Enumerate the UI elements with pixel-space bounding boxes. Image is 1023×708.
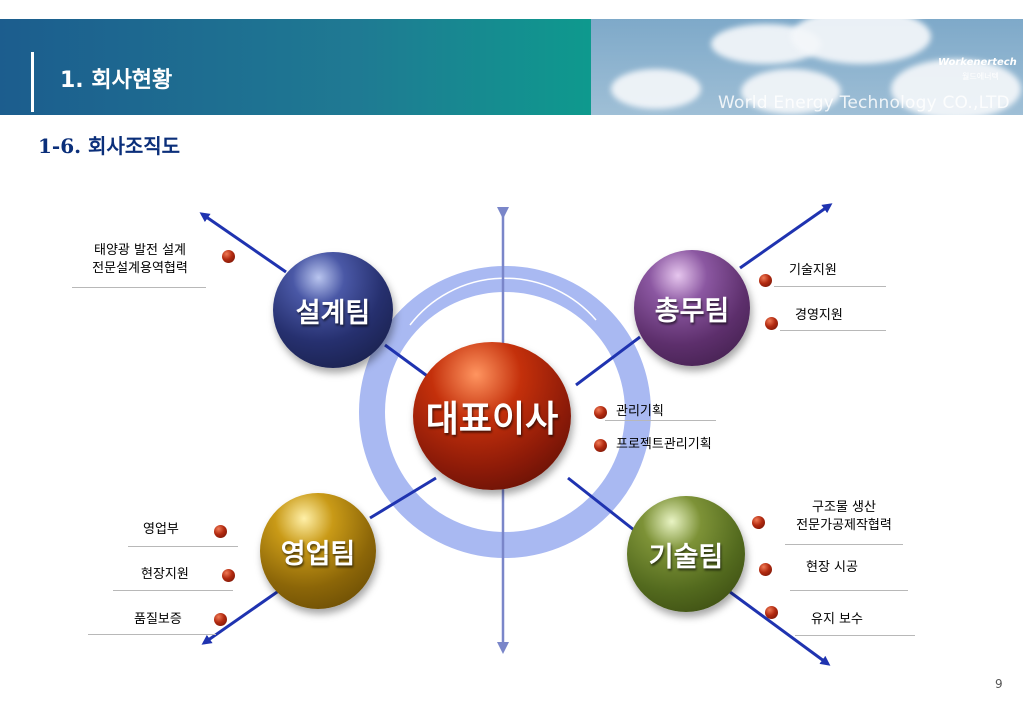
node-general-label: 총무팀 — [654, 295, 730, 327]
connector-general — [575, 335, 641, 387]
underline — [774, 286, 886, 287]
bullet-icon — [594, 439, 607, 452]
design-item-2: 전문설계용역협력 — [92, 261, 188, 276]
underline — [113, 590, 233, 591]
underline — [72, 287, 206, 288]
tech-item-1: 구조물 생산 — [812, 500, 876, 515]
general-item-2: 경영지원 — [795, 308, 843, 323]
node-tech-label: 기술팀 — [648, 541, 724, 573]
underline — [785, 544, 903, 545]
sales-item-2: 현장지원 — [141, 567, 189, 582]
underline — [128, 546, 238, 547]
bullet-icon — [752, 516, 765, 529]
connector-sales — [369, 476, 437, 520]
header-divider — [31, 52, 34, 112]
bullet-icon — [222, 250, 235, 263]
node-general-affairs-team: 총무팀 — [634, 250, 750, 366]
tech-item-2: 전문가공제작협력 — [796, 518, 892, 533]
ceo-item-1: 관리기획 — [616, 404, 664, 419]
tech-item-3: 현장 시공 — [806, 560, 858, 575]
bullet-icon — [759, 563, 772, 576]
design-item-1: 태양광 발전 설계 — [94, 243, 186, 258]
underline — [790, 590, 908, 591]
node-tech-team: 기술팀 — [627, 496, 745, 612]
section-title: 1-6. 회사조직도 — [38, 134, 181, 158]
sales-item-3: 품질보증 — [134, 612, 182, 627]
arrow-sales — [201, 588, 281, 645]
company-logo-sub: 월드에너텍 — [962, 72, 999, 81]
sky-image — [591, 19, 1023, 115]
underline — [780, 330, 886, 331]
bullet-icon — [759, 274, 772, 287]
arrow-general — [739, 203, 833, 270]
bullet-icon — [765, 317, 778, 330]
company-name: World Energy Technology CO.,LTD — [718, 93, 1010, 113]
node-ceo: 대표이사 — [413, 342, 571, 490]
underline — [795, 635, 915, 636]
node-design-label: 설계팀 — [295, 297, 371, 329]
arrow-design — [199, 212, 287, 274]
page-number: 9 — [995, 677, 1003, 691]
node-sales-label: 영업팀 — [280, 538, 356, 570]
general-item-1: 기술지원 — [789, 263, 837, 278]
node-ceo-label: 대표이사 — [425, 399, 559, 440]
bullet-icon — [214, 613, 227, 626]
tech-item-group: 구조물 생산 전문가공제작협력 — [774, 499, 914, 535]
header-banner: 1. 회사현황 World Energy Technology CO.,LTD … — [0, 19, 1023, 115]
connector-tech — [567, 476, 635, 532]
bullet-icon — [222, 569, 235, 582]
bullet-icon — [214, 525, 227, 538]
arrow-tech — [729, 590, 831, 666]
company-logo: Workenertech — [938, 57, 1017, 68]
underline — [88, 634, 216, 635]
node-sales-team: 영업팀 — [260, 493, 376, 609]
sales-item-1: 영업부 — [143, 522, 179, 537]
node-design-team: 설계팀 — [273, 252, 393, 368]
ceo-item-2: 프로젝트관리기획 — [616, 437, 712, 452]
design-item-label: 태양광 발전 설계 전문설계용역협력 — [76, 242, 204, 278]
connector-design — [384, 343, 431, 380]
bullet-icon — [594, 406, 607, 419]
underline — [605, 420, 716, 421]
page-title: 1. 회사현황 — [60, 68, 173, 93]
tech-item-4: 유지 보수 — [811, 612, 863, 627]
bullet-icon — [765, 606, 778, 619]
